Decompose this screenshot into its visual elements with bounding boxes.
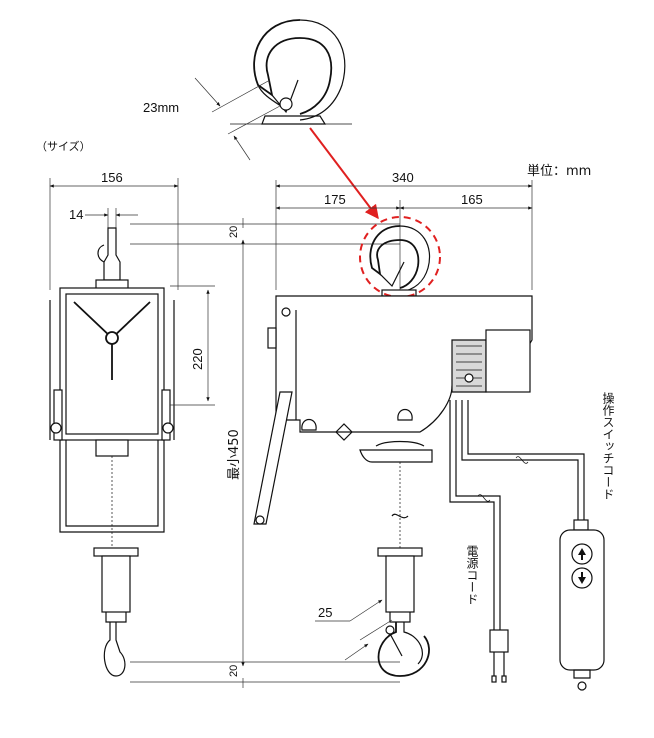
callout-arrow xyxy=(309,127,379,220)
dim-156: 156 xyxy=(101,170,123,185)
dim-min-450: 最小450 xyxy=(227,429,242,480)
power-cord-label: 電源コード xyxy=(465,545,479,605)
side-dimensions: 340 175 165 xyxy=(275,170,533,335)
dim-220-group: 220 xyxy=(170,285,215,406)
dim-20-bottom: 20 xyxy=(228,665,240,677)
unit-label: 単位：mm xyxy=(527,163,591,179)
dim-14: 14 xyxy=(69,207,83,222)
top-hook-dimension: 23mm xyxy=(143,77,281,161)
side-view xyxy=(253,216,605,691)
dim-25: 25 xyxy=(318,605,332,620)
dim-165: 165 xyxy=(461,192,483,207)
dim-220: 220 xyxy=(190,348,205,370)
vertical-dimensions: 20 最小450 20 xyxy=(130,218,400,688)
switch-cord-label: 操作スイッチコード xyxy=(601,391,615,500)
dim-340: 340 xyxy=(392,170,414,185)
dim-25-group: 25 xyxy=(315,599,393,661)
front-view: 156 14 xyxy=(49,170,179,677)
dim-20-top: 20 xyxy=(228,226,240,238)
size-label: （サイズ） xyxy=(36,139,91,153)
top-hook-detail xyxy=(230,19,352,125)
dim-23mm: 23mm xyxy=(143,100,179,115)
dim-175: 175 xyxy=(324,192,346,207)
